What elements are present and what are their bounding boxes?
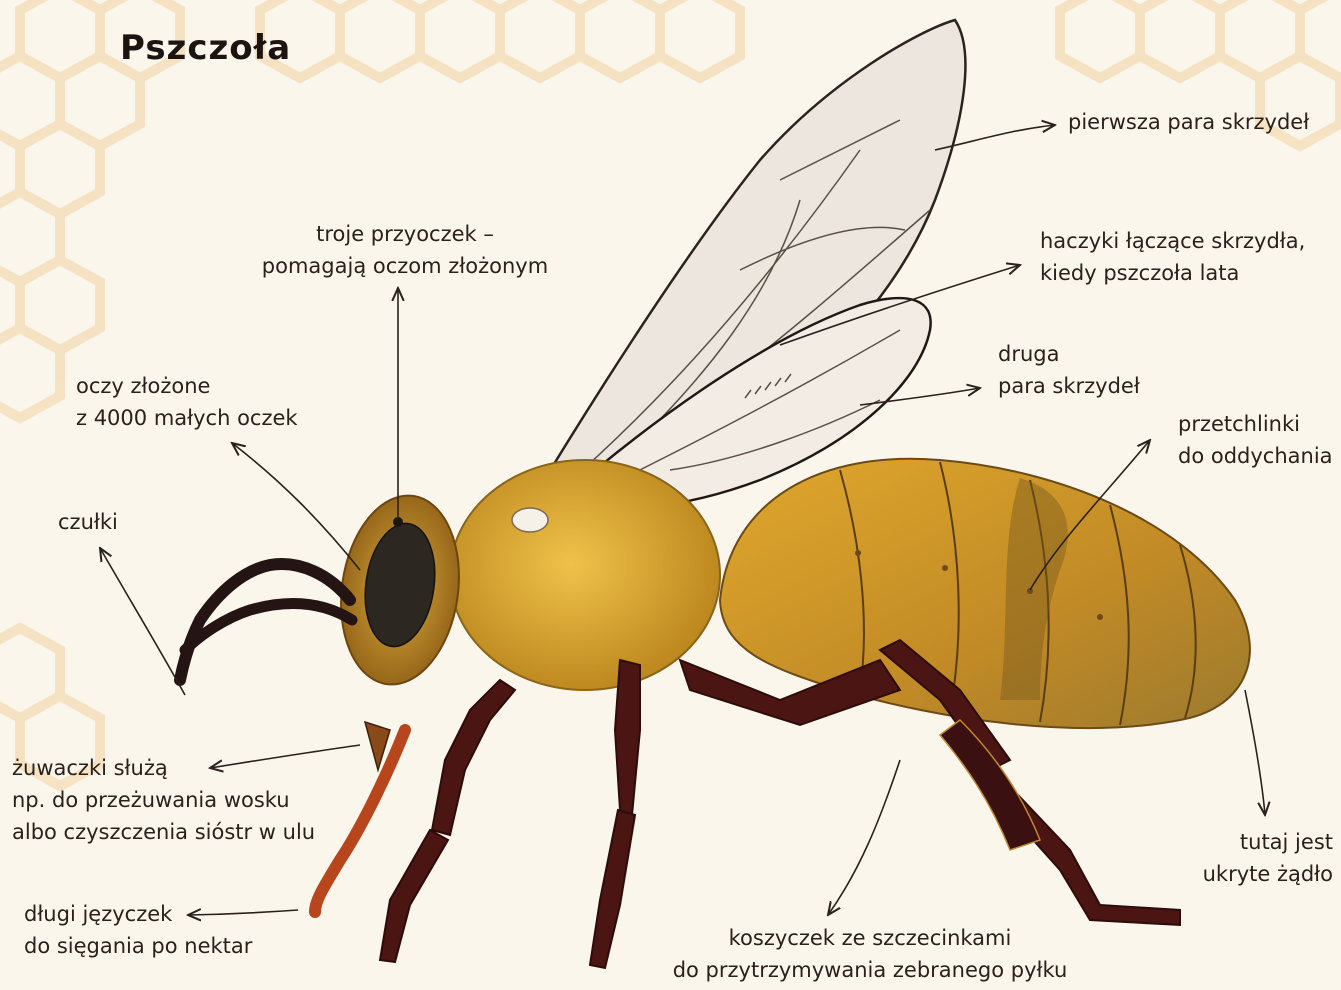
- label-line: koszyczek ze szczecinkami: [620, 922, 1120, 954]
- tongue: [315, 730, 405, 912]
- label-line: do sięgania po nektar: [24, 930, 252, 962]
- page-title: Pszczoła: [120, 28, 291, 68]
- head: [329, 488, 470, 692]
- label-antennae: czułki: [58, 506, 118, 538]
- arrow-basket: [828, 760, 900, 915]
- label-tongue: długi języczek do sięgania po nektar: [24, 898, 252, 962]
- label-line: np. do przeżuwania wosku: [12, 784, 315, 816]
- label-line: żuwaczki służą: [12, 752, 315, 784]
- label-line: ukryte żądło: [1203, 858, 1333, 890]
- arrow-antennae: [100, 548, 185, 695]
- label-ocelli: troje przyoczek – pomagają oczom złożony…: [255, 218, 555, 282]
- label-hooks: haczyki łączące skrzydła, kiedy pszczoła…: [1040, 225, 1305, 289]
- label-first-wing-pair: pierwsza para skrzydeł: [1068, 106, 1309, 138]
- label-mandibles: żuwaczki służą np. do przeżuwania wosku …: [12, 752, 315, 848]
- label-line: do przytrzymywania zebranego pyłku: [620, 954, 1120, 986]
- label-line: przetchlinki: [1178, 408, 1333, 440]
- label-pollen-basket: koszyczek ze szczecinkami do przytrzymyw…: [620, 922, 1120, 986]
- label-line: para skrzydeł: [998, 370, 1140, 402]
- label-line: haczyki łączące skrzydła,: [1040, 225, 1305, 257]
- label-line: troje przyoczek –: [255, 218, 555, 250]
- label-stinger: tutaj jest ukryte żądło: [1203, 826, 1333, 890]
- arrow-eyes: [232, 443, 360, 570]
- thorax: [450, 460, 720, 690]
- label-second-wing-pair: druga para skrzydeł: [998, 338, 1140, 402]
- label-line: druga: [998, 338, 1140, 370]
- abdomen: [720, 459, 1250, 728]
- label-line: pomagają oczom złożonym: [255, 250, 555, 282]
- label-line: z 4000 małych oczek: [76, 402, 298, 434]
- label-line: kiedy pszczoła lata: [1040, 257, 1305, 289]
- label-line: do oddychania: [1178, 440, 1333, 472]
- label-line: czułki: [58, 506, 118, 538]
- label-line: albo czyszczenia sióstr w ulu: [12, 816, 315, 848]
- antenna: [180, 564, 352, 680]
- label-line: pierwsza para skrzydeł: [1068, 106, 1309, 138]
- arrow-stinger: [1245, 690, 1265, 815]
- label-line: oczy złożone: [76, 370, 298, 402]
- label-line: długi języczek: [24, 898, 252, 930]
- label-spiracles: przetchlinki do oddychania: [1178, 408, 1333, 472]
- label-line: tutaj jest: [1203, 826, 1333, 858]
- label-compound-eyes: oczy złożone z 4000 małych oczek: [76, 370, 298, 434]
